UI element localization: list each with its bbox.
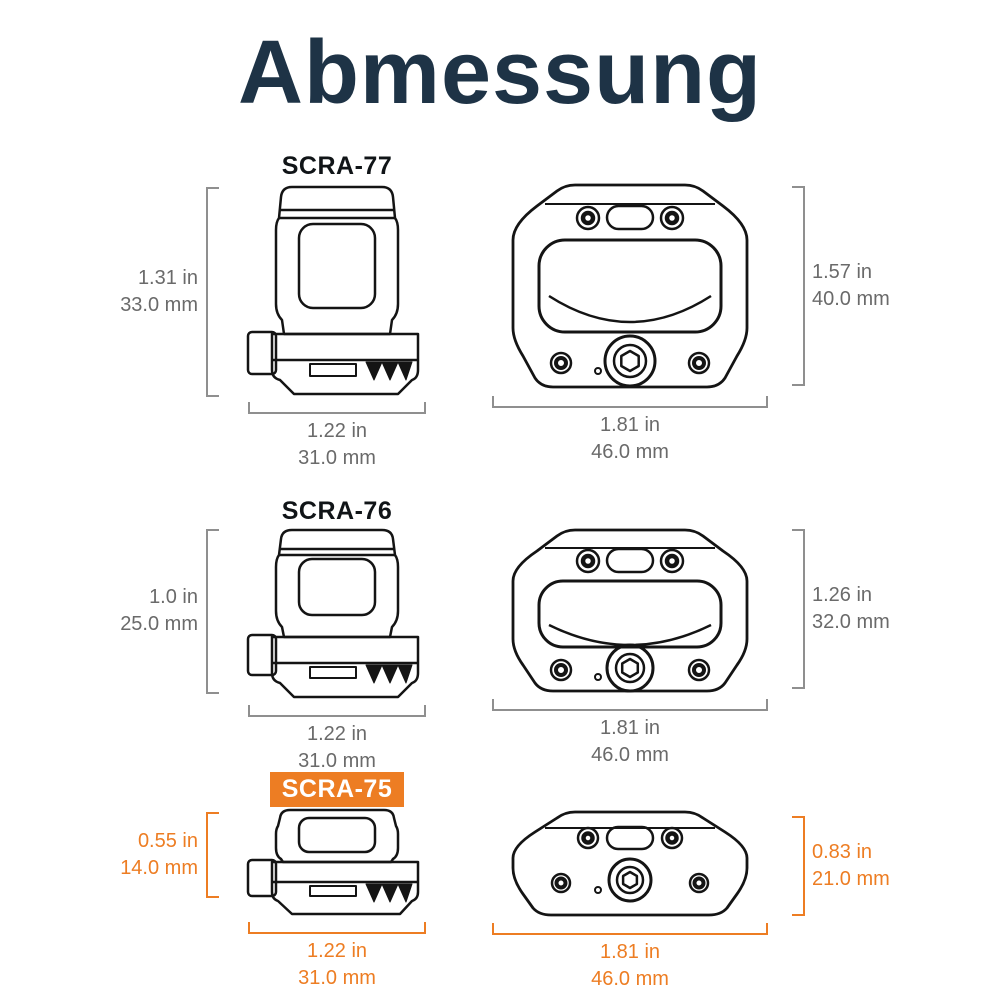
dimension-side-height: 1.31 in 33.0 mm [120, 267, 198, 316]
mount-hole [690, 874, 708, 892]
dimension-bracket-front-width [492, 923, 768, 935]
model-label-highlighted: SCRA-75 [269, 772, 405, 807]
dimension-front-height: 1.26 in 32.0 mm [812, 584, 890, 633]
model-label-wrap: SCRA-76 [242, 497, 432, 526]
top-screw-hole [661, 207, 683, 229]
front-view-drawing [485, 808, 775, 928]
row-scra-77: SCRA-77 1.31 in 33.0 mm 1.22 in 31.0 mm [0, 150, 1000, 495]
side-view-drawing [242, 806, 432, 926]
dimension-bracket-front-width [492, 699, 768, 711]
clamp-knob [248, 332, 276, 374]
side-view-drawing [242, 525, 432, 710]
center-screw-hub [605, 336, 655, 386]
top-slot [607, 206, 653, 229]
hex-socket [622, 659, 638, 677]
mount-hole [551, 353, 571, 373]
top-slot [607, 549, 653, 572]
mount-hole [551, 660, 571, 680]
dimension-bracket-front-width [492, 396, 768, 408]
rail-clamp [272, 334, 418, 394]
dimension-bracket-front-height [792, 529, 805, 689]
hex-socket [621, 351, 638, 371]
row-scra-75: SCRA-75 0.55 in 14.0 mm 1.22 in 31.0 mm [0, 772, 1000, 1000]
clamp-knob [248, 860, 276, 896]
dimension-front-width: 1.81 in 46.0 mm [591, 414, 669, 463]
top-screw-hole [578, 828, 598, 848]
dimension-side-height: 0.55 in 14.0 mm [120, 830, 198, 879]
dimension-front-width: 1.81 in 46.0 mm [591, 717, 669, 766]
center-screw-hub [607, 645, 653, 691]
mount-hole [689, 660, 709, 680]
row-scra-76: SCRA-76 1.0 in 25.0 mm 1.22 in 31.0 mm [0, 495, 1000, 773]
top-screw-hole [661, 550, 683, 572]
top-screw-hole [577, 207, 599, 229]
page-title: Abmessung [237, 23, 763, 123]
dimension-front-height: 1.57 in 40.0 mm [812, 261, 890, 310]
dimension-bracket-side-height [206, 812, 219, 898]
model-label: SCRA-76 [281, 497, 393, 525]
top-screw-hole [662, 828, 682, 848]
dimension-bracket-front-height [792, 186, 805, 386]
mount-screw-thread [366, 362, 412, 380]
optic-body-window [299, 818, 375, 852]
mount-screw-thread [366, 665, 412, 683]
hex-socket [623, 872, 637, 888]
lens-curve [549, 625, 711, 645]
dimension-bracket-side-height [206, 529, 219, 694]
dimension-bracket-side-width [248, 705, 426, 717]
front-view-drawing [485, 525, 775, 710]
center-screw-hub [609, 859, 651, 901]
mount-hole [689, 353, 709, 373]
lens-window [539, 240, 721, 332]
dimension-side-width: 1.22 in 31.0 mm [298, 420, 376, 469]
model-label-wrap: SCRA-75 [242, 772, 432, 807]
mount-screw-thread [366, 884, 412, 902]
dimension-side-width: 1.22 in 31.0 mm [298, 723, 376, 772]
rail-clamp [272, 862, 418, 914]
rail-clamp [272, 637, 418, 697]
dimension-bracket-side-width [248, 922, 426, 934]
dimension-bracket-side-height [206, 187, 219, 397]
top-screw-hole [577, 550, 599, 572]
dimension-front-width: 1.81 in 46.0 mm [591, 941, 669, 990]
optic-body-window [299, 224, 375, 308]
dimension-bracket-side-width [248, 402, 426, 414]
optic-body-window [299, 559, 375, 615]
lens-curve [549, 296, 711, 322]
dimension-bracket-front-height [792, 816, 805, 916]
side-view-drawing [242, 182, 432, 417]
model-label: SCRA-77 [281, 152, 393, 180]
dimension-front-height: 0.83 in 21.0 mm [812, 841, 890, 890]
dimension-side-height: 1.0 in 25.0 mm [120, 586, 198, 635]
dimension-side-width: 1.22 in 31.0 mm [298, 940, 376, 989]
top-slot [607, 827, 653, 849]
model-label-wrap: SCRA-77 [242, 152, 432, 181]
mount-hole [552, 874, 570, 892]
lens-window [539, 581, 721, 647]
front-view-drawing [485, 180, 775, 415]
clamp-knob [248, 635, 276, 675]
